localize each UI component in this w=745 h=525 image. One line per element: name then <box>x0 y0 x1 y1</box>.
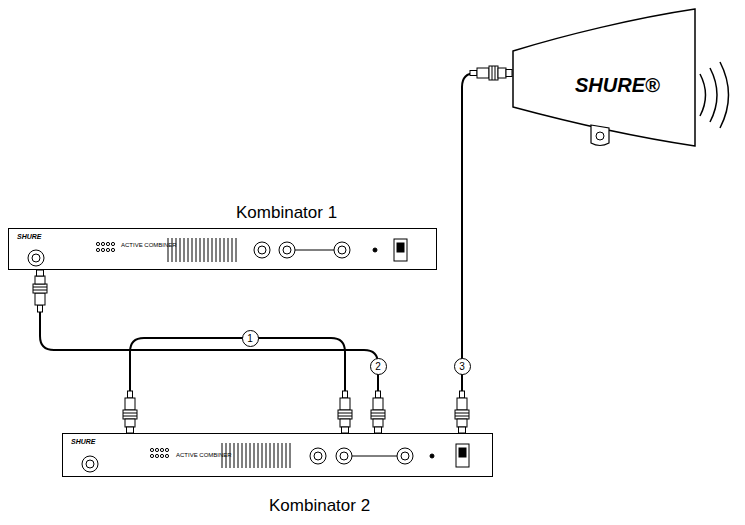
bnc-plug <box>33 270 47 312</box>
unit-caption: Kombinator 1 <box>236 204 337 221</box>
bnc-jack <box>401 452 409 460</box>
rf-cable <box>462 73 505 433</box>
bnc-jack <box>334 242 350 258</box>
callout-number: 1 <box>242 330 259 347</box>
input-jack <box>86 460 94 468</box>
input-jack <box>82 456 98 472</box>
rf-cable <box>40 270 378 433</box>
led-row <box>96 242 114 251</box>
vent-grille <box>222 443 290 468</box>
bnc-jack <box>314 452 322 460</box>
bnc-jack <box>310 448 326 464</box>
callout-number: 3 <box>454 358 471 375</box>
vent-grille <box>168 238 236 262</box>
antenna-mount <box>591 125 609 146</box>
panel-text: ACTIVE COMBINER <box>121 242 177 248</box>
rack-panel-details <box>82 443 469 472</box>
bnc-plug <box>470 66 512 80</box>
bnc-jack <box>254 242 270 258</box>
bnc-jack <box>397 448 413 464</box>
bnc-plug <box>371 391 385 433</box>
power-switch <box>397 243 404 252</box>
bnc-jack <box>279 242 295 258</box>
bnc-jack <box>338 246 346 254</box>
power-led <box>430 454 434 458</box>
unit-caption: Kombinator 2 <box>269 497 370 514</box>
brand-logo: SHURE® <box>575 75 660 95</box>
rack-panel-details <box>28 238 407 266</box>
bnc-jack <box>258 246 266 254</box>
led-row <box>150 448 168 457</box>
bnc-plug <box>455 391 469 433</box>
antenna-mount <box>596 132 604 140</box>
bnc-jack <box>336 448 352 464</box>
bnc-plug <box>338 391 352 433</box>
power-led <box>373 248 377 252</box>
bnc-plug <box>123 391 137 433</box>
panel-text: ACTIVE COMBINER <box>176 452 232 458</box>
jumper-cable <box>130 338 345 391</box>
bnc-jack <box>283 246 291 254</box>
combiner-unit: Kombinator 1SHUREACTIVE COMBINER <box>8 228 437 270</box>
combiner-unit: SHUREACTIVE COMBINERKombinator 2 <box>62 433 493 477</box>
power-switch <box>394 239 407 261</box>
antenna: SHURE® <box>505 5 700 150</box>
bnc-jack <box>340 452 348 460</box>
callout-number: 2 <box>370 358 387 375</box>
radio-waves <box>700 62 729 128</box>
input-jack <box>32 254 40 262</box>
brand-logo: SHURE <box>71 438 96 445</box>
antenna-outline <box>513 9 695 146</box>
expansion-line <box>352 456 397 457</box>
power-switch <box>456 444 469 467</box>
input-jack <box>28 250 44 266</box>
brand-logo: SHURE <box>17 233 42 240</box>
power-switch <box>459 448 466 457</box>
expansion-line <box>295 250 334 251</box>
